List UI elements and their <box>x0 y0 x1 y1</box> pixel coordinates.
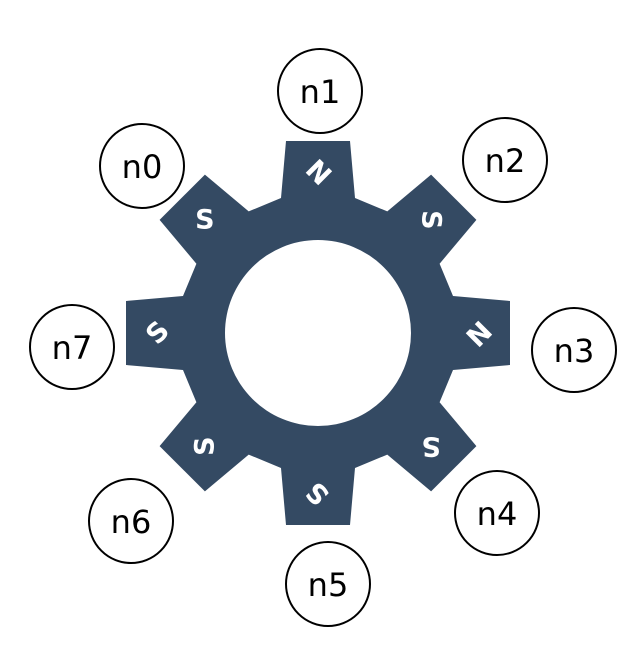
node-circle <box>277 48 363 134</box>
node-label: n2 <box>485 142 526 180</box>
node-n7: n7 <box>29 304 115 390</box>
node-n4: n4 <box>454 470 540 556</box>
node-n5: n5 <box>285 541 371 627</box>
node-markers: n0 n1 n2 n3 n4 n5 n6 n7 <box>29 48 617 627</box>
node-label: n4 <box>477 495 518 533</box>
node-label: n0 <box>122 148 163 186</box>
pole-label-5: S <box>189 436 220 455</box>
node-label: n7 <box>52 329 93 367</box>
node-label: n3 <box>554 332 595 370</box>
node-label: n1 <box>300 73 341 111</box>
node-circle <box>531 307 617 393</box>
node-circle <box>29 304 115 390</box>
node-circle <box>454 470 540 556</box>
pole-label-3: S <box>421 431 440 462</box>
node-circle <box>88 478 174 564</box>
node-circle <box>285 541 371 627</box>
node-n2: n2 <box>462 117 548 203</box>
node-circle <box>462 117 548 203</box>
node-label: n6 <box>111 503 152 541</box>
gear-body <box>126 141 510 525</box>
node-n0: n0 <box>99 123 185 209</box>
node-n3: n3 <box>531 307 617 393</box>
node-n6: n6 <box>88 478 174 564</box>
pole-label-1: S <box>416 210 447 229</box>
node-label: n5 <box>308 566 349 604</box>
node-n1: n1 <box>277 48 363 134</box>
node-circle <box>99 123 185 209</box>
pole-label-7: S <box>195 204 214 235</box>
